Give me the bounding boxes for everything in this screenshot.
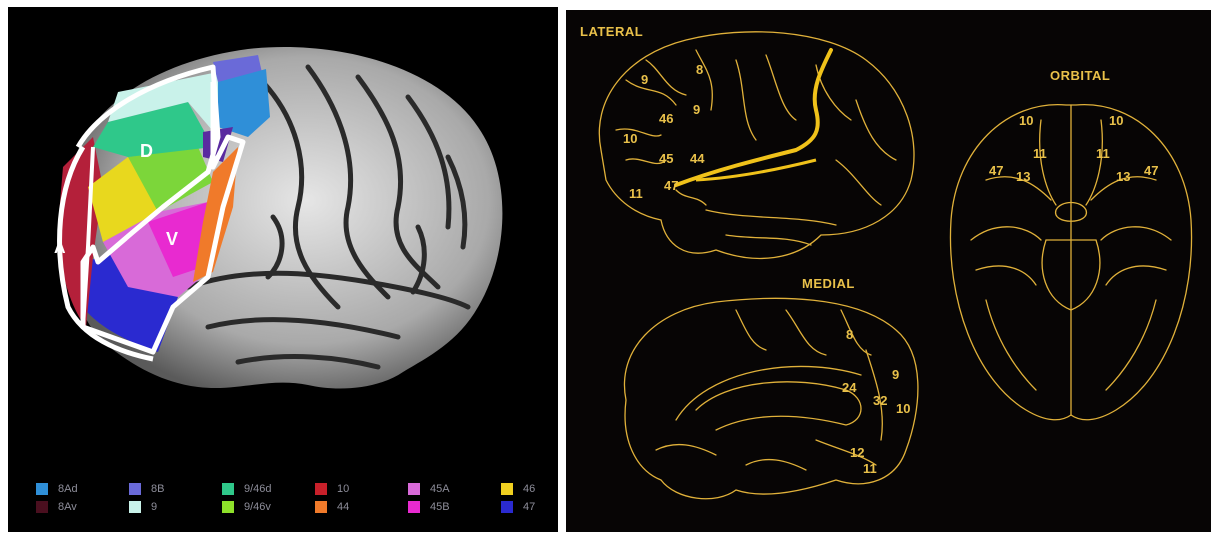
lateral-area-label: 44 bbox=[690, 151, 705, 166]
medial-area-label: 9 bbox=[892, 367, 899, 382]
region-label-a: A bbox=[54, 240, 66, 257]
area-legend: 8Ad 8Av 8B 9 9/46d 9/46v 10 44 45A 45B 4… bbox=[36, 479, 556, 523]
legend-swatch bbox=[501, 501, 513, 513]
orbital-area-label: 13 bbox=[1116, 169, 1130, 184]
legend-swatch bbox=[315, 501, 327, 513]
lateral-area-label: 9 bbox=[693, 102, 700, 117]
lateral-area-label: 11 bbox=[629, 186, 643, 201]
lateral-area-label: 45 bbox=[659, 151, 673, 166]
orbital-area-label: 13 bbox=[1016, 169, 1030, 184]
legend-swatch bbox=[408, 501, 420, 513]
legend-label: 45A bbox=[430, 483, 450, 495]
region-label-v: V bbox=[166, 229, 178, 249]
lateral-brain-drawing bbox=[599, 32, 914, 259]
lateral-area-label: 9 bbox=[641, 72, 648, 87]
legend-swatch bbox=[408, 483, 420, 495]
lateral-area-label: 46 bbox=[659, 111, 673, 126]
legend-item: 8Av bbox=[36, 499, 77, 515]
legend-swatch bbox=[36, 483, 48, 495]
legend-label: 9/46d bbox=[244, 483, 272, 495]
legend-item: 46 bbox=[501, 481, 535, 497]
legend-item: 45A bbox=[408, 481, 450, 497]
legend-item: 9/46d bbox=[222, 481, 272, 497]
legend-label: 44 bbox=[337, 501, 349, 513]
line-drawing-figure: LATERAL ORBITAL MEDIAL 9 8 9 46 10 45 44… bbox=[566, 10, 1211, 532]
legend-swatch bbox=[129, 483, 141, 495]
lateral-area-label: 10 bbox=[623, 131, 637, 146]
medial-area-label: 11 bbox=[863, 461, 877, 476]
lateral-area-label: 8 bbox=[696, 62, 703, 77]
legend-item: 8Ad bbox=[36, 481, 78, 497]
legend-label: 8B bbox=[151, 483, 164, 495]
sylvian-highlight bbox=[696, 160, 816, 180]
medial-area-label: 32 bbox=[873, 393, 887, 408]
legend-item: 8B bbox=[129, 481, 164, 497]
region-label-d: D bbox=[140, 141, 153, 161]
legend-item: 9 bbox=[129, 499, 157, 515]
legend-item: 44 bbox=[315, 499, 349, 515]
colored-brain-figure: D V A bbox=[8, 7, 558, 467]
legend-label: 46 bbox=[523, 483, 535, 495]
orbital-area-label: 47 bbox=[989, 163, 1003, 178]
lateral-title: LATERAL bbox=[580, 24, 643, 39]
lateral-area-label: 47 bbox=[664, 178, 678, 193]
legend-label: 8Ad bbox=[58, 483, 78, 495]
medial-title: MEDIAL bbox=[802, 276, 855, 291]
legend-label: 8Av bbox=[58, 501, 77, 513]
legend-swatch bbox=[36, 501, 48, 513]
orbital-area-label: 11 bbox=[1033, 146, 1047, 161]
medial-area-label: 10 bbox=[896, 401, 910, 416]
orbital-area-label: 11 bbox=[1096, 146, 1110, 161]
legend-label: 9/46v bbox=[244, 501, 271, 513]
legend-swatch bbox=[222, 501, 234, 513]
legend-swatch bbox=[222, 483, 234, 495]
legend-label: 9 bbox=[151, 501, 157, 513]
orbital-brain-drawing bbox=[950, 105, 1191, 420]
orbital-area-label: 10 bbox=[1019, 113, 1033, 128]
orbital-title: ORBITAL bbox=[1050, 68, 1110, 83]
medial-area-label: 24 bbox=[842, 380, 857, 395]
medial-area-label: 8 bbox=[846, 327, 853, 342]
brodmann-line-drawings-panel: LATERAL ORBITAL MEDIAL 9 8 9 46 10 45 44… bbox=[566, 10, 1211, 532]
legend-label: 45B bbox=[430, 501, 450, 513]
legend-item: 47 bbox=[501, 499, 535, 515]
legend-swatch bbox=[315, 483, 327, 495]
orbital-area-label: 47 bbox=[1144, 163, 1158, 178]
orbital-area-label: 10 bbox=[1109, 113, 1123, 128]
prefrontal-parcellation-panel: D V A 8Ad 8Av 8B 9 9/46d 9/46v 10 44 45A… bbox=[8, 7, 558, 532]
legend-item: 9/46v bbox=[222, 499, 271, 515]
medial-area-label: 12 bbox=[850, 445, 864, 460]
legend-item: 45B bbox=[408, 499, 450, 515]
legend-swatch bbox=[501, 483, 513, 495]
legend-swatch bbox=[129, 501, 141, 513]
legend-item: 10 bbox=[315, 481, 349, 497]
legend-label: 10 bbox=[337, 483, 349, 495]
legend-label: 47 bbox=[523, 501, 535, 513]
